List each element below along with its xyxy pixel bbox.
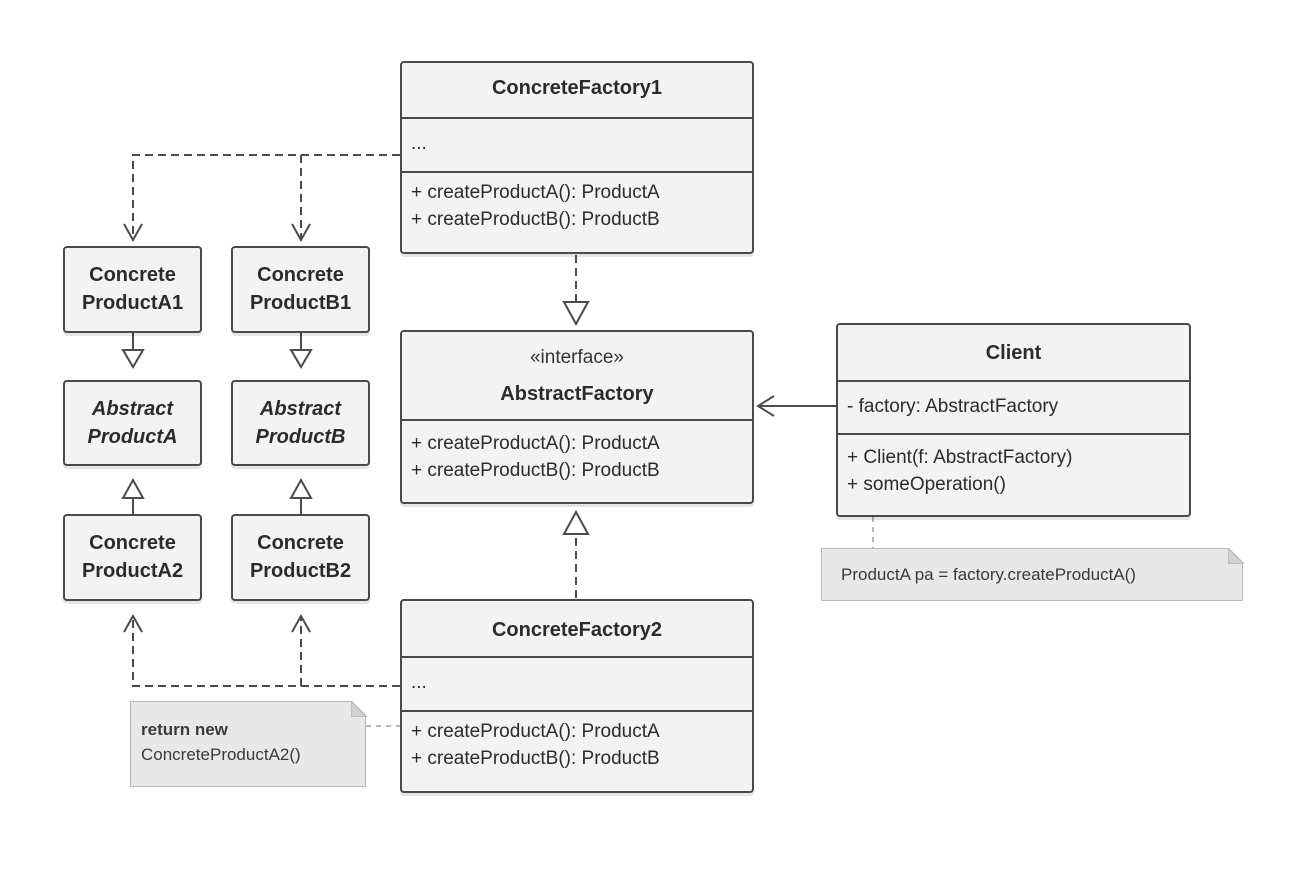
factory2-realization-arrow xyxy=(562,509,590,535)
factory1-to-productA1-dependency xyxy=(132,154,400,240)
client-methods: + Client(f: AbstractFactory) + someOpera… xyxy=(838,433,1189,515)
note-fold-icon xyxy=(350,700,367,717)
concrete-product-a1: Concrete ProductA1 xyxy=(63,246,202,333)
productB1-generalization-arrow xyxy=(289,349,313,369)
concrete-product-b1: Concrete ProductB1 xyxy=(231,246,370,333)
productB2-arrowhead xyxy=(291,613,311,633)
concrete-factory-2-methods: + createProductA(): ProductA + createPro… xyxy=(402,710,752,791)
client-note-text: ProductA pa = factory.createProductA() xyxy=(841,565,1136,584)
client-class: Client - factory: AbstractFactory + Clie… xyxy=(836,323,1191,517)
concrete-product-b2: Concrete ProductB2 xyxy=(231,514,370,601)
concrete-factory-1-title: ConcreteFactory1 xyxy=(491,77,663,99)
concrete-factory-2-title: ConcreteFactory2 xyxy=(491,619,663,641)
productA1-generalization-arrow xyxy=(121,349,145,369)
field-line: ... xyxy=(411,672,427,693)
note-fold-icon xyxy=(1227,547,1244,564)
product-label-line: Concrete xyxy=(89,264,176,286)
productA2-generalization-arrow xyxy=(121,477,145,499)
factory2-to-productA2-dependency xyxy=(132,616,400,687)
client-code-note: ProductA pa = factory.createProductA() xyxy=(821,547,1244,601)
abstract-factory-interface: «interface» AbstractFactory + createProd… xyxy=(400,330,754,504)
factory1-realization-arrow xyxy=(562,301,590,327)
product-label-line: Concrete xyxy=(257,264,344,286)
product-label-line: Concrete xyxy=(257,532,344,554)
field-line: ... xyxy=(411,133,427,154)
method-line: + createProductB(): ProductB xyxy=(411,209,660,230)
product-label-line: ProductA1 xyxy=(81,292,184,314)
concrete-factory-2-class: ConcreteFactory2 ... + createProductA():… xyxy=(400,599,754,793)
product-label-line: ProductA xyxy=(87,426,178,448)
concrete-factory-1-class: ConcreteFactory1 ... + createProductA():… xyxy=(400,61,754,254)
product-label-line: Concrete xyxy=(89,532,176,554)
factory2-code-note: return new ConcreteProductA2() xyxy=(130,700,367,787)
product-label-line: ProductB2 xyxy=(249,560,352,582)
concrete-factory-1-fields: ... xyxy=(402,117,752,173)
client-association-arrowhead xyxy=(756,395,775,417)
product-label-line: ProductA2 xyxy=(81,560,184,582)
factory2-note-keyword: return new xyxy=(141,720,228,739)
abstract-product-b: Abstract ProductB xyxy=(231,380,370,466)
concrete-factory-2-fields: ... xyxy=(402,656,752,712)
method-line: + Client(f: AbstractFactory) xyxy=(847,447,1073,468)
productA2-arrowhead xyxy=(123,613,143,633)
method-line: + createProductB(): ProductB xyxy=(411,460,660,481)
abstract-product-a: Abstract ProductA xyxy=(63,380,202,466)
product-label-line: ProductB xyxy=(255,426,346,448)
concrete-factory-1-methods: + createProductA(): ProductA + createPro… xyxy=(402,171,752,252)
method-line: + createProductA(): ProductA xyxy=(411,721,660,742)
factory2-note-text: ConcreteProductA2() xyxy=(141,745,301,764)
method-line: + someOperation() xyxy=(847,474,1006,495)
product-label-line: ProductB1 xyxy=(249,292,352,314)
abstract-factory-methods: + createProductA(): ProductA + createPro… xyxy=(402,419,752,502)
method-line: + createProductA(): ProductA xyxy=(411,182,660,203)
concrete-product-a2: Concrete ProductA2 xyxy=(63,514,202,601)
method-line: + createProductA(): ProductA xyxy=(411,433,660,454)
client-title: Client xyxy=(985,342,1042,364)
productB1-arrowhead xyxy=(291,223,311,243)
interface-stereotype: «interface» xyxy=(529,347,624,368)
client-fields: - factory: AbstractFactory xyxy=(838,380,1189,435)
productA1-arrowhead xyxy=(123,223,143,243)
productB2-generalization-arrow xyxy=(289,477,313,499)
method-line: + createProductB(): ProductB xyxy=(411,748,660,769)
field-line: - factory: AbstractFactory xyxy=(847,396,1059,417)
product-label-line: Abstract xyxy=(91,398,174,420)
abstract-factory-title: AbstractFactory xyxy=(500,383,654,405)
product-label-line: Abstract xyxy=(259,398,342,420)
